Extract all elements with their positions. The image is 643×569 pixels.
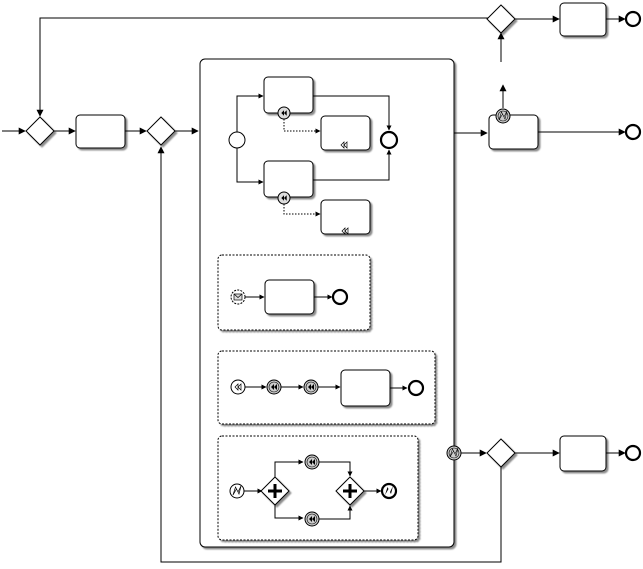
loop-back-top-flow xyxy=(36,17,488,117)
task-right-bottom[interactable] xyxy=(559,435,607,472)
end-event-top[interactable] xyxy=(624,10,642,28)
end-event-middle[interactable] xyxy=(624,123,642,141)
error-boundary-event-task[interactable] xyxy=(495,108,511,124)
task-1[interactable] xyxy=(75,114,126,149)
inner-start-event[interactable] xyxy=(228,131,246,149)
compensation-marker-icon xyxy=(340,141,348,149)
error-end-event[interactable] xyxy=(380,482,398,500)
error-boundary-event-subprocess[interactable] xyxy=(446,445,462,461)
task-right-top[interactable] xyxy=(559,2,607,37)
bottom-right-gateway[interactable] xyxy=(486,438,516,468)
compensation-task-upper[interactable] xyxy=(320,115,371,151)
parallel-join-flow-upper xyxy=(319,461,353,477)
compensation-subprocess-task[interactable] xyxy=(340,369,391,407)
compensation-marker-icon xyxy=(341,227,349,235)
message-start-event[interactable] xyxy=(230,289,246,305)
compensation-throw-event-upper[interactable] xyxy=(304,454,320,470)
compensation-throw-event-lower[interactable] xyxy=(304,511,320,527)
parallel-flow-lower xyxy=(274,505,304,521)
message-end-event[interactable] xyxy=(331,288,349,306)
inner-flow-lower-to-end xyxy=(313,149,392,181)
inner-flow-upper xyxy=(236,93,264,132)
error-start-event[interactable] xyxy=(229,483,245,499)
end-event-bottom[interactable] xyxy=(624,444,642,462)
merge-gateway[interactable] xyxy=(25,116,55,146)
parallel-split-gateway[interactable] xyxy=(260,476,290,506)
parallel-join-gateway[interactable] xyxy=(335,476,365,506)
compensation-throw-event-2[interactable] xyxy=(303,379,319,395)
compensation-end-event[interactable] xyxy=(407,379,425,397)
loop-back-bottom-flow xyxy=(157,146,502,563)
top-right-gateway[interactable] xyxy=(486,4,516,34)
compensation-throw-event-1[interactable] xyxy=(266,379,282,395)
compensation-association-lower xyxy=(283,204,321,217)
compensation-association-upper xyxy=(283,119,321,134)
task-right-middle[interactable] xyxy=(488,114,539,150)
inner-flow-lower xyxy=(236,148,264,185)
parallel-join-flow-lower xyxy=(319,505,353,520)
compensation-start-event[interactable] xyxy=(230,379,246,395)
compensation-task-lower[interactable] xyxy=(320,199,371,235)
inner-end-event[interactable] xyxy=(379,130,399,150)
inner-task-upper[interactable] xyxy=(263,76,314,114)
message-task[interactable] xyxy=(264,279,315,315)
parallel-flow-upper xyxy=(274,459,304,477)
inner-flow-upper-to-end xyxy=(313,95,392,131)
loop-gateway[interactable] xyxy=(146,116,176,146)
event-subprocess-error[interactable] xyxy=(217,435,419,541)
inner-task-lower[interactable] xyxy=(263,160,314,198)
